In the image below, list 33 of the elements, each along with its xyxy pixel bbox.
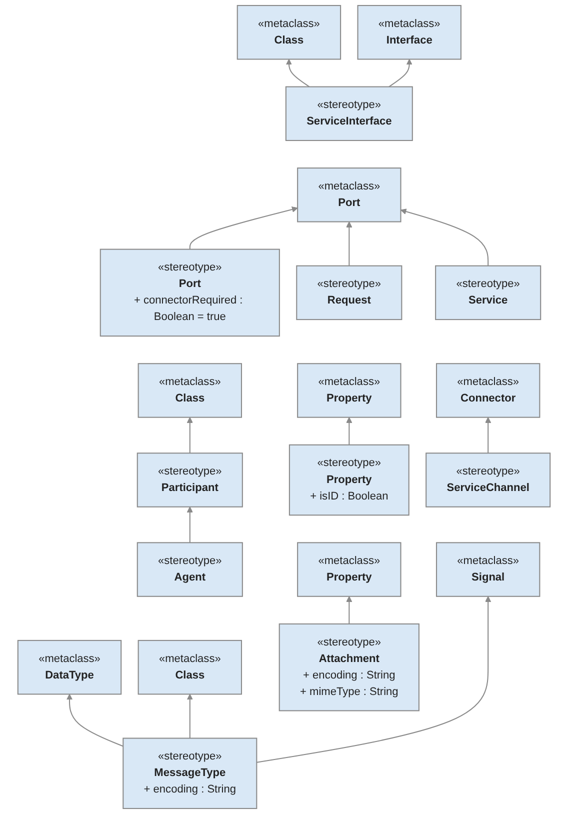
arrow	[186, 417, 193, 454]
node-box: «metaclass» Connector	[436, 363, 540, 418]
node-box: «stereotype» Property + isID : Boolean	[288, 444, 410, 516]
node-box: «stereotype» MessageType + encoding : String	[122, 738, 258, 809]
node-box: «stereotype» Port + connectorRequired : Boolean = true	[100, 248, 280, 337]
node-box: «stereotype» Request	[296, 265, 402, 320]
node-box: «stereotype» Attachment + encoding : String + mimeType : String	[278, 623, 420, 712]
arrow	[186, 506, 193, 543]
node-box: «stereotype» Participant	[136, 452, 243, 508]
node-box: «stereotype» ServiceChannel	[426, 452, 551, 508]
node-box: «metaclass» Port	[297, 168, 402, 222]
node-box: «stereotype» Agent	[136, 542, 243, 597]
arrow	[256, 596, 492, 763]
node-box: «stereotype» Service	[435, 265, 542, 320]
arrow	[485, 417, 492, 454]
arrow	[346, 417, 352, 445]
arrow	[66, 694, 124, 747]
node-box: «metaclass» Property	[297, 363, 402, 418]
arrow	[346, 221, 352, 266]
arrow	[346, 596, 352, 624]
node-box: «metaclass» Interface	[357, 5, 462, 60]
node-box: «metaclass» Class	[138, 640, 242, 695]
arrow	[388, 58, 412, 88]
node-box: «stereotype» ServiceInterface	[285, 86, 413, 141]
arrow	[400, 208, 489, 266]
node-box: «metaclass» Class	[236, 5, 342, 60]
arrow	[286, 58, 310, 88]
arrow	[189, 206, 298, 250]
node-box: «metaclass» Class	[138, 363, 242, 418]
arrow	[186, 694, 193, 738]
node-box: «metaclass» Signal	[436, 542, 540, 597]
node-box: «metaclass» Property	[297, 542, 402, 597]
node-box: «metaclass» DataType	[17, 640, 122, 695]
